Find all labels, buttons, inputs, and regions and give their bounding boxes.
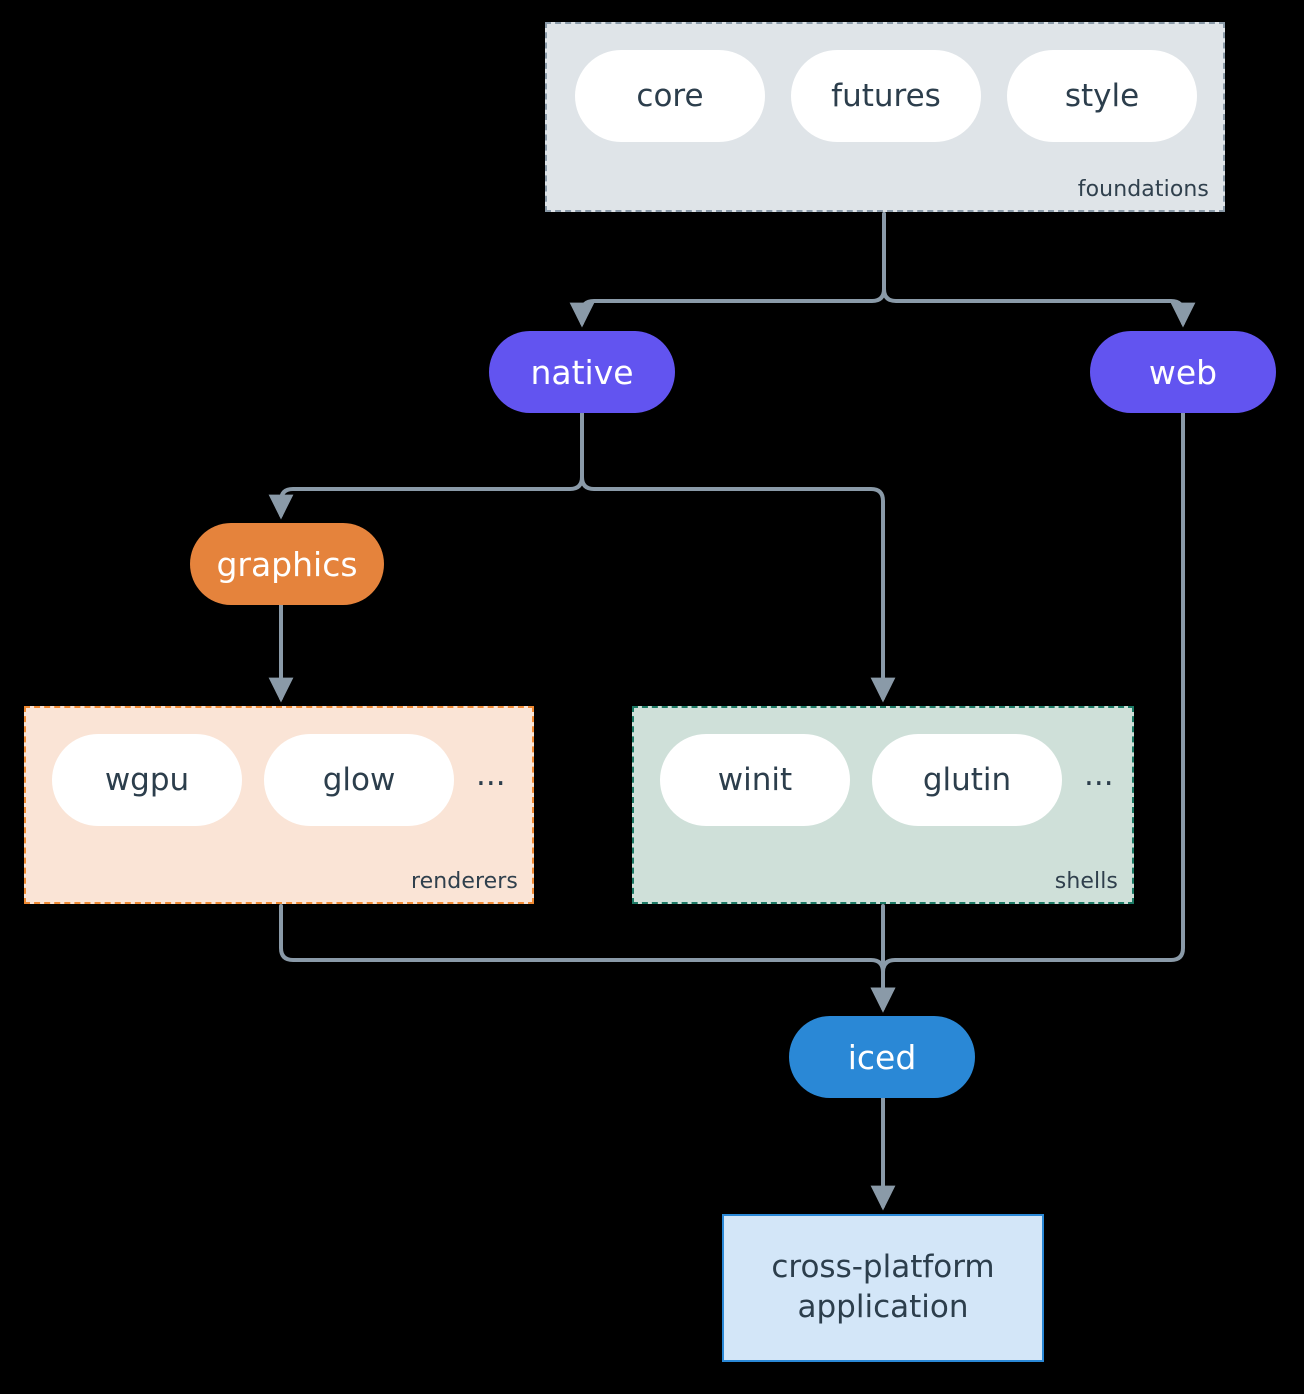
shells-more-ellipsis: ... [1084,756,1114,793]
node-native[interactable]: native [489,331,675,413]
renderers-more-ellipsis: ... [476,756,506,793]
node-cross-platform-application[interactable]: cross-platform application [722,1214,1044,1362]
foundations-items: core futures style [575,50,1197,142]
group-label-shells: shells [1054,869,1118,894]
group-renderers: wgpu glow ... renderers [24,706,534,904]
app-line-1: cross-platform [771,1249,995,1286]
edge-native-graphics [268,411,584,520]
pill-glow[interactable]: glow [264,734,454,826]
renderers-items: wgpu glow ... [52,734,506,826]
node-web[interactable]: web [1090,331,1276,413]
edge-native-shells [580,411,896,703]
edge-foundations-native [569,212,886,328]
shells-items: winit glutin ... [660,734,1114,826]
group-foundations: core futures style foundations [545,22,1225,212]
edge-foundations-web [882,212,1196,328]
pill-style[interactable]: style [1007,50,1197,142]
pill-wgpu[interactable]: wgpu [52,734,242,826]
pill-futures[interactable]: futures [791,50,981,142]
node-iced[interactable]: iced [789,1016,975,1098]
group-shells: winit glutin ... shells [632,706,1134,904]
edge-renderers-iced [279,904,896,1013]
pill-core[interactable]: core [575,50,765,142]
group-label-renderers: renderers [410,869,518,894]
group-label-foundations: foundations [1077,177,1209,202]
pill-glutin[interactable]: glutin [872,734,1062,826]
pill-winit[interactable]: winit [660,734,850,826]
app-line-2: application [797,1289,969,1325]
node-graphics[interactable]: graphics [190,523,384,605]
